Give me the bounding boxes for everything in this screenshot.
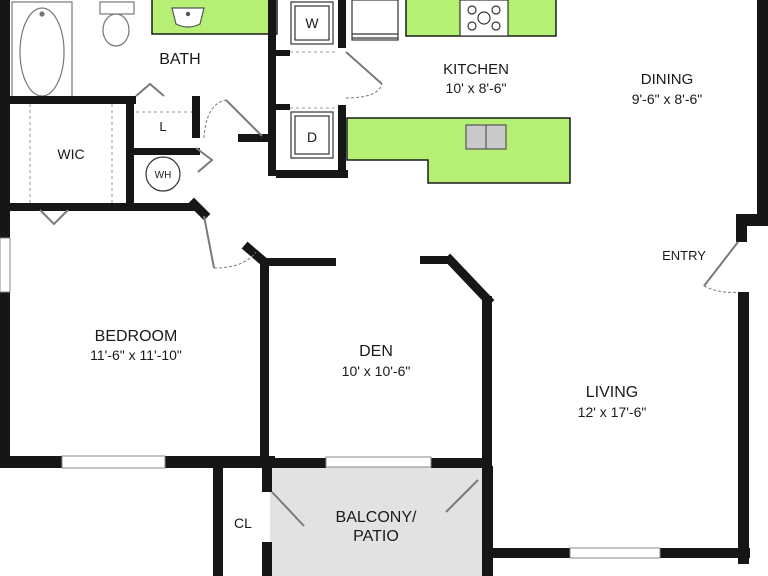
label-closet: CL bbox=[234, 515, 252, 531]
doors bbox=[39, 51, 739, 527]
stove-icon bbox=[459, 0, 509, 37]
balcony-floor bbox=[270, 466, 482, 576]
angled-walls bbox=[187, 197, 495, 307]
label-water-heater: WH bbox=[155, 170, 172, 181]
label-bedroom: BEDROOM bbox=[95, 328, 178, 345]
room-labels: BATH KITCHEN 10' x 8'-6" DINING 9'-6" x … bbox=[57, 15, 706, 545]
label-linen: L bbox=[159, 119, 166, 134]
laundry-appliances bbox=[290, 1, 334, 159]
label-wic: WIC bbox=[57, 146, 84, 162]
refrigerator-icon bbox=[351, 0, 399, 41]
label-kitchen-dims: 10' x 8'-6" bbox=[446, 80, 507, 96]
bathtub-icon bbox=[11, 1, 73, 99]
toilet-icon bbox=[99, 1, 135, 47]
label-dining: DINING bbox=[641, 71, 694, 88]
kitchen-sink-icon bbox=[465, 124, 507, 150]
water-heater-icon bbox=[145, 156, 181, 192]
label-washer: W bbox=[305, 15, 319, 31]
label-den-dims: 10' x 10'-6" bbox=[342, 363, 411, 379]
label-kitchen: KITCHEN bbox=[443, 61, 509, 78]
windows bbox=[0, 237, 661, 559]
kitchen-counters bbox=[151, 0, 571, 184]
label-living-dims: 12' x 17'-6" bbox=[578, 404, 647, 420]
bath-sink-icon bbox=[171, 7, 205, 28]
label-entry: ENTRY bbox=[662, 248, 706, 263]
label-living: LIVING bbox=[586, 384, 638, 401]
label-dryer: D bbox=[307, 129, 317, 145]
label-den: DEN bbox=[359, 343, 393, 360]
label-dining-dims: 9'-6" x 8'-6" bbox=[632, 91, 703, 107]
label-balcony-line2: PATIO bbox=[353, 528, 399, 545]
label-balcony-line1: BALCONY/ bbox=[336, 509, 417, 526]
closet-dashes bbox=[29, 51, 336, 206]
label-bath: BATH bbox=[159, 51, 200, 68]
label-bedroom-dims: 11'-6" x 11'-10" bbox=[90, 347, 182, 363]
